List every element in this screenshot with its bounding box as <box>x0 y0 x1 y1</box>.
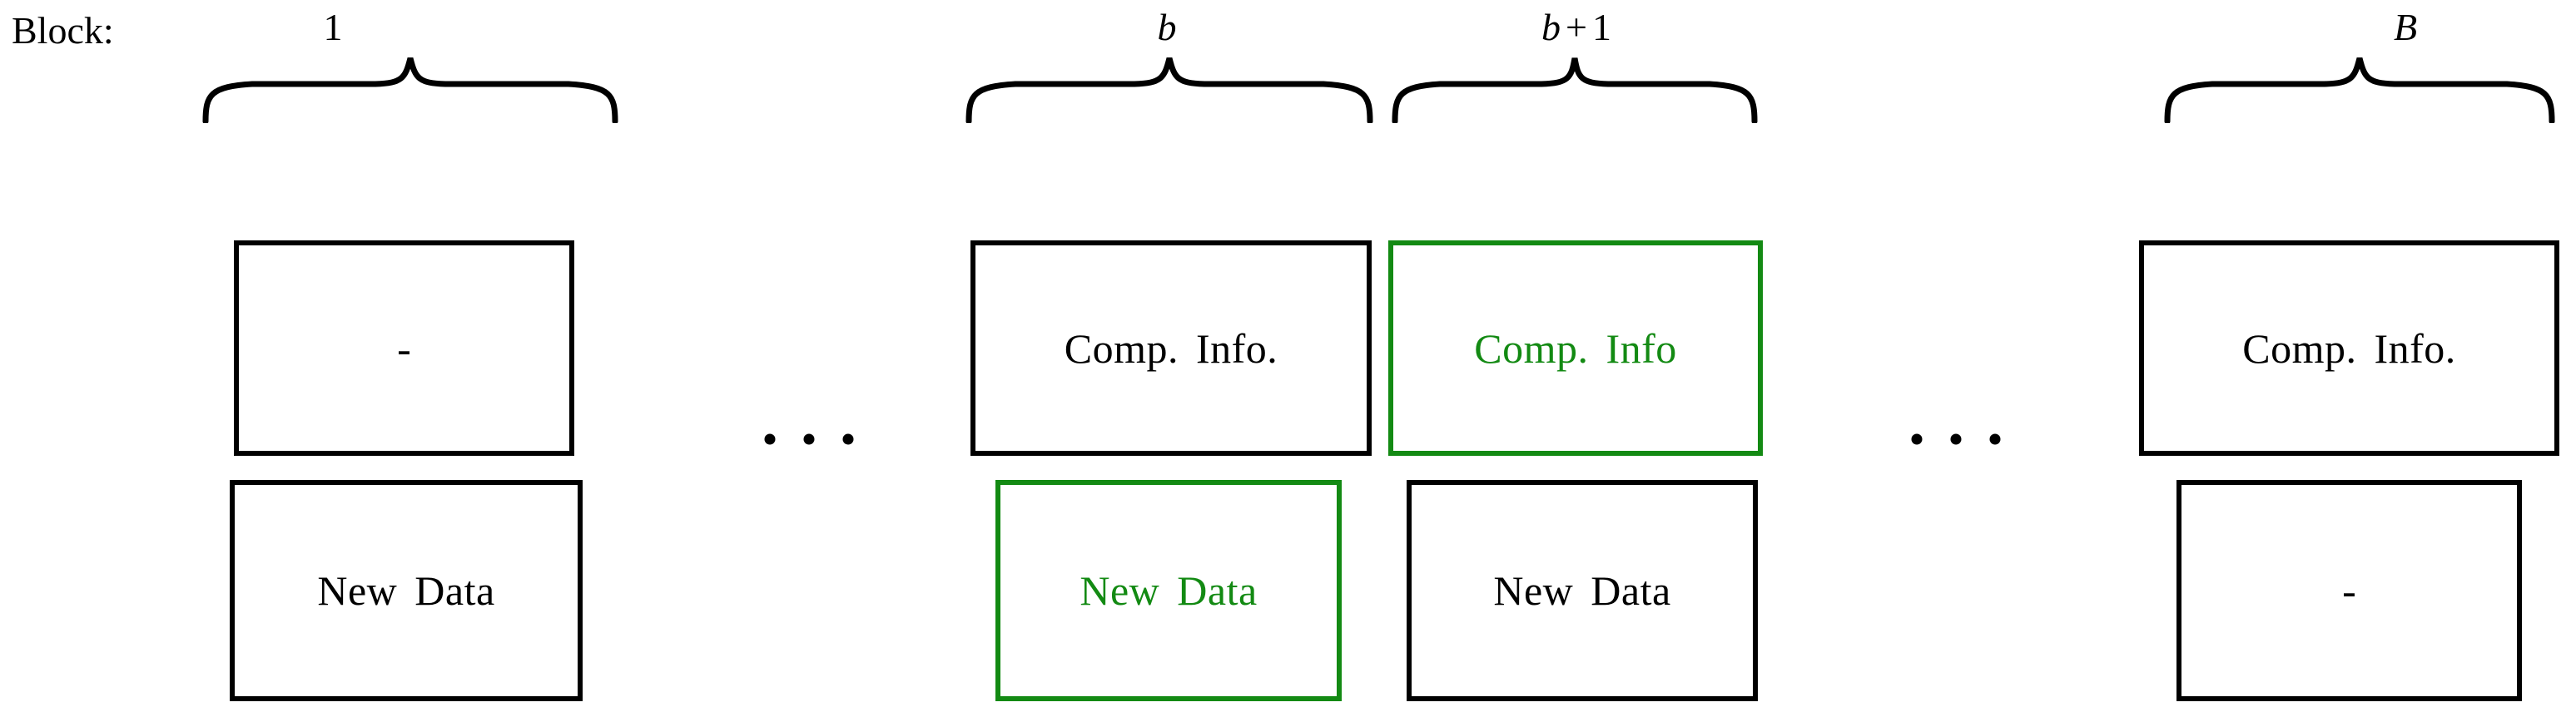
ellipsis-dot <box>1911 433 1923 445</box>
block-header-b-text: b <box>1157 6 1177 48</box>
brace-block-b <box>965 57 1373 123</box>
ellipsis-left <box>764 433 854 445</box>
block-header-1: 1 <box>324 8 343 47</box>
block-header-B: B <box>2394 8 2417 47</box>
box-comp-info-block-B[interactable]: Comp.Info. <box>2139 240 2559 456</box>
box-comp-info-block-B-text: Comp.Info. <box>2242 324 2456 372</box>
block-header-b-plus-1: b+1 <box>1541 8 1611 47</box>
box-new-data-block-B-text: - <box>2342 567 2356 614</box>
block-header-1-text: 1 <box>323 6 343 48</box>
block-header-b-plus-1-var: b <box>1541 6 1561 48</box>
box-comp-info-block-b[interactable]: Comp.Info. <box>970 240 1372 456</box>
box-comp-info-block-b-text: Comp.Info. <box>1064 324 1278 372</box>
ellipsis-dot <box>842 433 854 445</box>
block-header-b-plus-1-number: 1 <box>1591 6 1611 48</box>
block-header-b-plus-1-operator: + <box>1566 6 1587 48</box>
block-row-label: Block: <box>12 9 114 52</box>
box-comp-info-block-b-plus-1[interactable]: Comp.Info <box>1388 240 1763 456</box>
ellipsis-dot <box>1950 433 1962 445</box>
ellipsis-dot <box>764 433 776 445</box>
box-comp-info-block-b-plus-1-text: Comp.Info <box>1474 324 1677 372</box>
box-comp-info-block-1-text: - <box>397 324 411 372</box>
block-header-B-text: B <box>2393 6 2418 48</box>
box-new-data-block-B[interactable]: - <box>2176 480 2522 701</box>
box-comp-info-block-1[interactable]: - <box>234 240 574 456</box>
ellipsis-dot <box>803 433 815 445</box>
block-header-b: b <box>1158 8 1177 47</box>
ellipsis-dot <box>1989 433 2001 445</box>
brace-block-1 <box>202 57 618 123</box>
brace-block-B <box>2164 57 2555 123</box>
ellipsis-right <box>1911 433 2001 445</box>
brace-block-b-plus-1 <box>1392 57 1758 123</box>
